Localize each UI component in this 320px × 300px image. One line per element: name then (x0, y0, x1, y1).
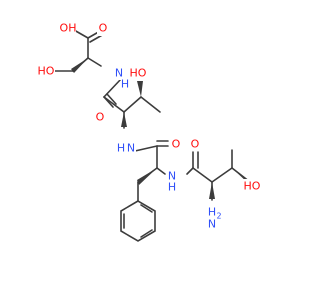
bond-n-amide2-c (134, 145, 158, 152)
molecule-svg: OH O HO N H HO O H N O N H O HO (37, 22, 261, 242)
thr-nh-h-label: H (117, 142, 125, 155)
wedge-thr-n (121, 112, 127, 127)
phe-nh-h-label: H (168, 181, 176, 194)
wedge-thr-oh (137, 81, 143, 97)
stereo-bonds (71, 58, 250, 199)
nterm-ho-bg (243, 179, 261, 193)
thr-nh-bg (116, 141, 136, 155)
acid-o-bg (97, 22, 109, 36)
ser-ho-label: HO (38, 65, 55, 78)
acid-oh-label: OH (60, 22, 77, 35)
amide1-o-bg (94, 110, 106, 124)
wedge-ser (71, 58, 88, 73)
bond-thr-ca-cb (123, 96, 142, 113)
nterm-h2-label: H (208, 206, 216, 219)
bond-phe-ca-n (156, 167, 166, 175)
thr-ho-label: HO (130, 67, 147, 80)
bond-amide1-c-thr-ca (103, 96, 125, 113)
molecule-structure-diagram: OH O HO N H HO O H N O N H O HO (37, 22, 261, 242)
bond-layer (53, 29, 251, 242)
bond-n-amide3-c (186, 167, 194, 175)
wedge-phe (137, 168, 157, 185)
bond-amide1-c-o-double (106, 93, 117, 105)
benzene-double-2 (140, 229, 153, 238)
ser-nh-h-label: H (121, 78, 129, 91)
benzene-double-3 (140, 204, 153, 213)
acid-oh-bg (58, 22, 76, 36)
ser-nh-bg (113, 66, 125, 80)
nterm-ho-label: HO (244, 180, 261, 193)
nterm-h2-sub-label: 2 (216, 212, 221, 221)
bond-ser-ca-n (87, 57, 102, 67)
amide2-o-label: O (172, 138, 181, 151)
phe-nh-n-label: N (168, 170, 176, 183)
ser-nh-n-label: N (115, 67, 123, 80)
amide1-o-label: O (96, 111, 105, 124)
amide2-o-bg (170, 137, 182, 151)
bond-amide3-c-nthr-ca (192, 167, 213, 183)
bond-nthr-ca-cb (211, 167, 233, 183)
phe-nh-bg (166, 169, 178, 183)
nterm-nh2-bg (203, 205, 223, 229)
thr-ho-bg (129, 66, 147, 80)
amide3-o-bg (189, 137, 201, 151)
bond-acid-c-oh (73, 29, 89, 39)
ser-ho-bg (37, 64, 55, 78)
wedge-nthr-n (209, 182, 215, 199)
thr-nh-n-label: N (127, 142, 135, 155)
atom-labels: OH O HO N H HO O H N O N H O HO (37, 22, 261, 231)
nterm-n-label: N (208, 218, 216, 231)
acid-o-label: O (99, 22, 108, 35)
benzene-ring (120, 200, 156, 242)
amide3-o-label: O (191, 138, 200, 151)
bond-thr-cb-methyl (140, 96, 161, 113)
